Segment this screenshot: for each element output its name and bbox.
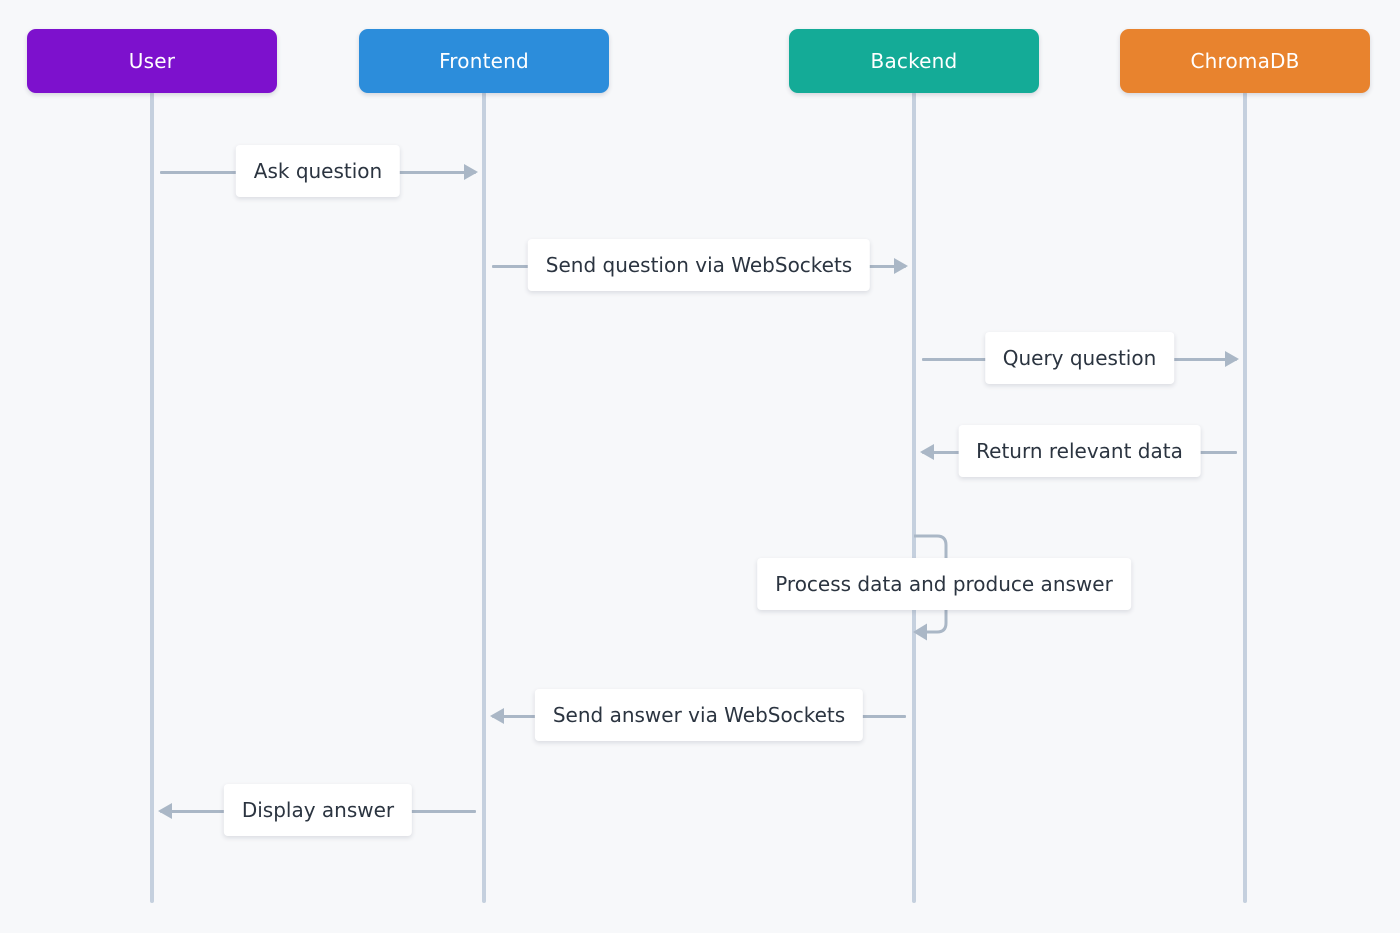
message-label-m3: Query question bbox=[984, 332, 1175, 384]
arrowhead-right bbox=[1225, 351, 1239, 367]
participant-label: ChromaDB bbox=[1190, 49, 1300, 73]
message-label-m7: Display answer bbox=[223, 784, 413, 836]
participant-label: User bbox=[128, 49, 176, 73]
participant-label: Frontend bbox=[439, 49, 529, 73]
arrowhead-left bbox=[920, 444, 934, 460]
lifeline-chromadb bbox=[1243, 92, 1247, 903]
message-label-m2: Send question via WebSockets bbox=[527, 239, 871, 291]
message-label-m6: Send answer via WebSockets bbox=[534, 689, 864, 741]
message-label-m5: Process data and produce answer bbox=[757, 558, 1131, 610]
arrowhead-left bbox=[490, 708, 504, 724]
lifeline-frontend bbox=[482, 92, 486, 903]
participant-box-chromadb[interactable]: ChromaDB bbox=[1120, 29, 1370, 93]
arrowhead-right bbox=[894, 258, 908, 274]
arrowhead-right bbox=[464, 164, 478, 180]
participant-label: Backend bbox=[870, 49, 958, 73]
lifeline-backend bbox=[912, 92, 916, 903]
participant-box-frontend[interactable]: Frontend bbox=[359, 29, 609, 93]
message-label-m1: Ask question bbox=[235, 145, 401, 197]
participant-box-user[interactable]: User bbox=[27, 29, 277, 93]
participant-box-backend[interactable]: Backend bbox=[789, 29, 1039, 93]
arrowhead-left bbox=[158, 803, 172, 819]
message-label-m4: Return relevant data bbox=[958, 425, 1201, 477]
lifeline-user bbox=[150, 92, 154, 903]
